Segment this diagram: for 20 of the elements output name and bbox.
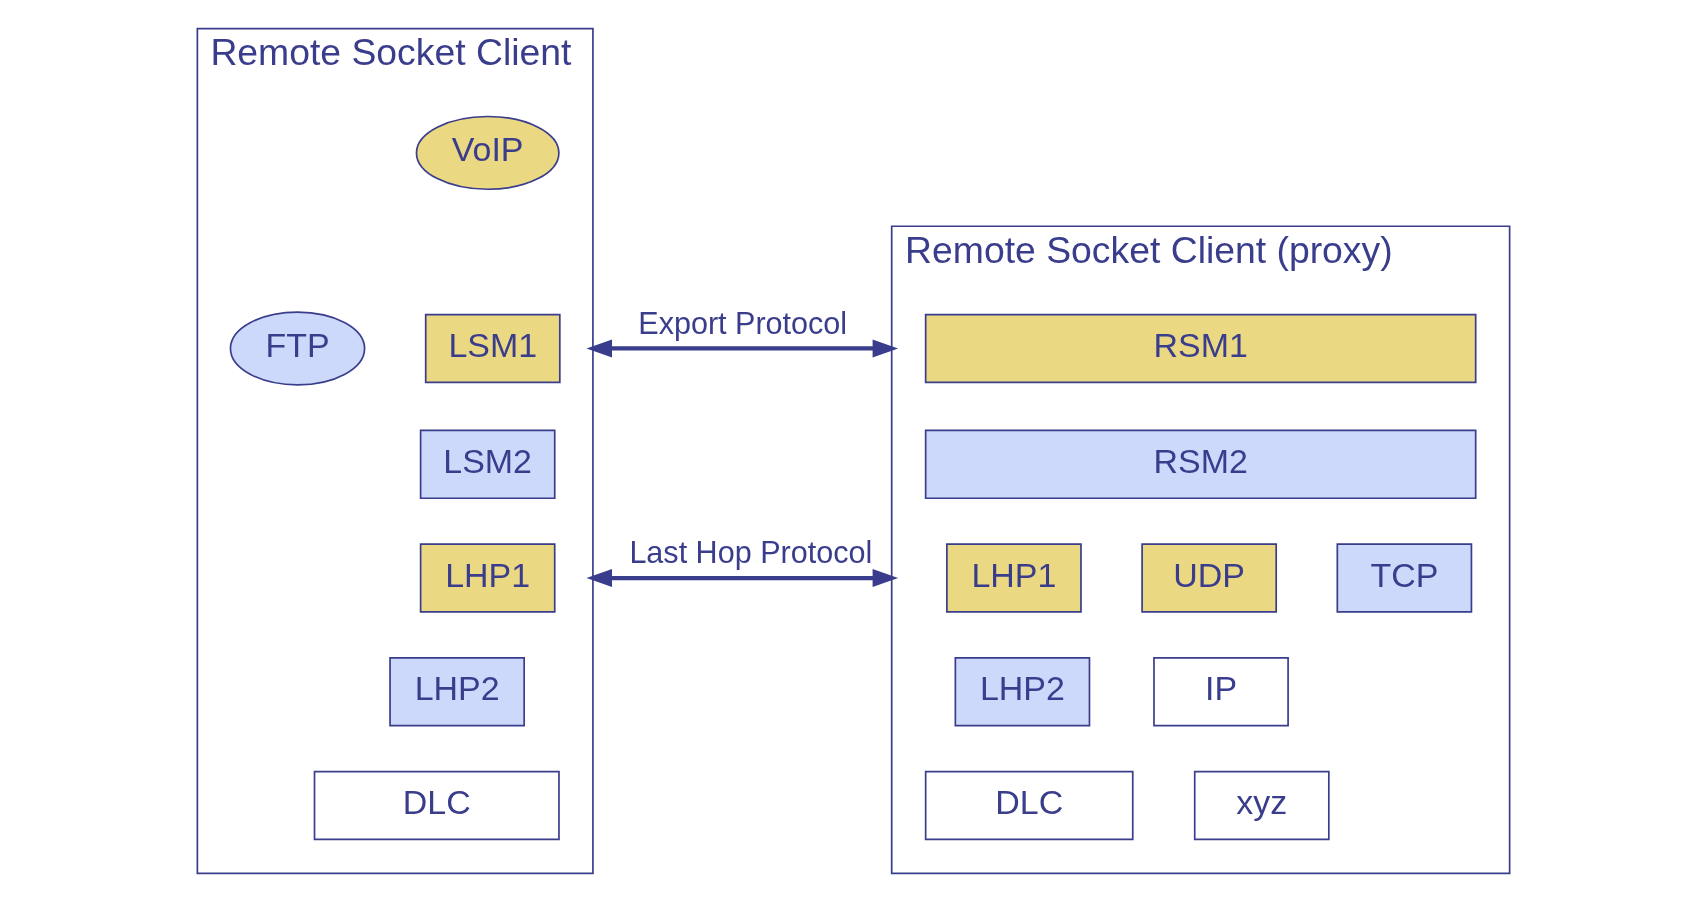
node-box: DLC <box>313 770 560 841</box>
arrow <box>586 569 899 587</box>
node-box: TCP <box>1336 543 1473 613</box>
node-box: DLC <box>924 770 1134 841</box>
node-box: LSM2 <box>419 429 556 500</box>
node-box: LHP2 <box>954 656 1091 727</box>
node-box: LHP1 <box>419 543 556 613</box>
node-box: RSM2 <box>924 429 1477 500</box>
node-box: LHP2 <box>389 656 525 727</box>
edge-label: Export Protocol <box>638 305 848 340</box>
node-box: IP <box>1153 656 1289 727</box>
node-box: RSM1 <box>924 313 1477 384</box>
arrow <box>586 339 899 358</box>
node-box: LSM1 <box>424 313 561 384</box>
node-ellipse: VoIP <box>415 115 560 191</box>
node-ellipse: FTP <box>229 311 366 386</box>
edge-label: Last Hop Protocol <box>629 535 873 570</box>
node-box: xyz <box>1193 770 1330 841</box>
node-box: UDP <box>1141 543 1278 613</box>
node-box: LHP1 <box>946 543 1082 613</box>
